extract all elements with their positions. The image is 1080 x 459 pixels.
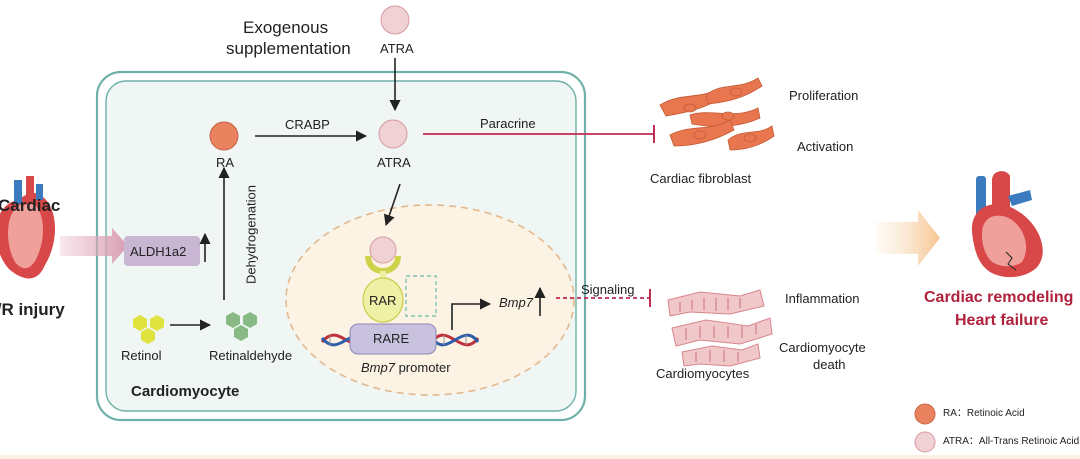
- activation-label: Activation: [797, 139, 854, 154]
- ra-molecule: [209, 121, 239, 151]
- cardiomyocyte-death-line1: Cardiomyocyte: [779, 340, 866, 355]
- atra-molecule-cell: [378, 119, 408, 149]
- retinol-label: Retinol: [121, 348, 162, 363]
- right-heart-icon: [971, 171, 1043, 278]
- rare-label: RARE: [373, 331, 410, 346]
- left-title-line2: I/R injury: [0, 300, 65, 319]
- exogenous-atra-label: ATRA: [380, 41, 414, 56]
- aldh-label: ALDH1a2: [130, 244, 187, 259]
- legend-ra-label: RA：Retinoic Acid: [943, 408, 1025, 419]
- legend-atra-swatch: [914, 431, 936, 453]
- atra-bound: [369, 236, 397, 264]
- dashed-partner: [405, 275, 437, 317]
- inflammation-label: Inflammation: [785, 291, 860, 306]
- promoter-word: promoter: [394, 360, 451, 375]
- injury-arrow: [60, 228, 128, 264]
- rar-receptor: [362, 277, 404, 323]
- ra-label: RA: [216, 155, 235, 170]
- outcome-line1: Cardiac remodeling: [924, 289, 1074, 306]
- bmp7-label: Bmp7: [499, 295, 533, 310]
- atra-cell-label: ATRA: [377, 155, 411, 170]
- cell-title: Cardiomyocyte: [131, 383, 240, 400]
- left-title-line1: Cardiac: [0, 196, 61, 215]
- retinol-molecule: [133, 315, 164, 344]
- proliferation-label: Proliferation: [789, 88, 859, 103]
- legend-ra-swatch: [914, 403, 936, 425]
- cardiomyocyte-death-line2: death: [813, 357, 846, 372]
- signaling-label: Signaling: [581, 282, 635, 297]
- fibroblast-icon: [659, 77, 775, 151]
- exogenous-line1: Exogenous: [243, 18, 329, 37]
- outcome-arrow: [876, 210, 940, 266]
- atra-molecule-exogenous: [380, 5, 410, 35]
- cardiomyocytes-label: Cardiomyocytes: [656, 366, 750, 381]
- legend-atra-label: ATRA：All-Trans Retinoic Acid: [943, 436, 1080, 447]
- left-heart-icon: [0, 176, 55, 279]
- aldh1a2-box: [124, 236, 200, 266]
- rar-label: RAR: [369, 293, 397, 308]
- rare-box: [349, 323, 437, 355]
- retinaldehyde-molecule: [226, 312, 257, 341]
- crabp-label: CRABP: [285, 117, 330, 132]
- promoter-gene-name: Bmp7: [361, 360, 395, 375]
- fibroblast-label: Cardiac fibroblast: [650, 171, 752, 186]
- dehydrogenation-label: Dehydrogenation: [243, 184, 259, 285]
- exogenous-line2: supplementation: [226, 39, 351, 58]
- paracrine-label: Paracrine: [480, 116, 536, 131]
- bmp7-promoter-label: Bmp7 promoter: [361, 361, 451, 374]
- outcome-line2: Heart failure: [955, 312, 1049, 329]
- retinaldehyde-label: Retinaldehyde: [209, 348, 293, 363]
- cardiomyocytes-icon: [667, 289, 773, 367]
